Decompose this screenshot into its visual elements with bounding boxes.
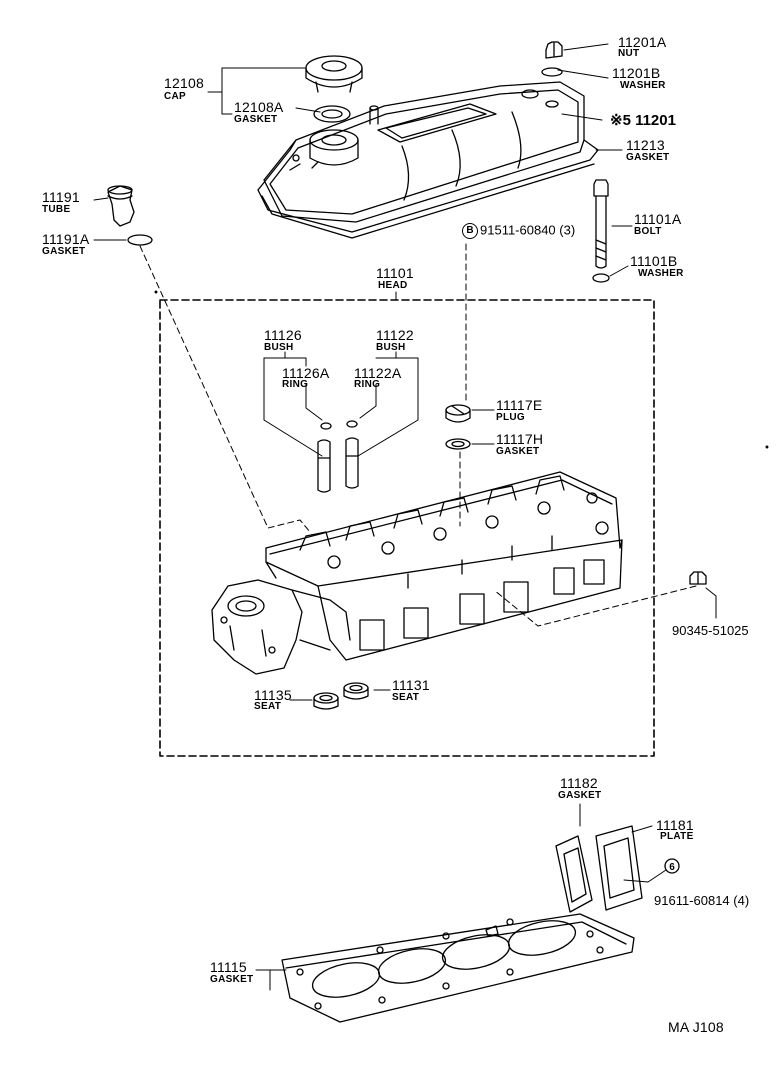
part-number-11101: 11101 [376,265,414,281]
valve-guide-bush-icon [317,439,331,493]
part-name-gasket: GASKET [210,974,254,985]
dashed-guides [139,243,697,757]
part-number-11191: 11191 [42,189,80,205]
part-name-gasket: GASKET [626,152,670,163]
part-number-11101B: 11101B [630,253,678,269]
part-name-gasket: GASKET [496,446,540,457]
valve-seat-icon [313,692,339,710]
part-name-nut: NUT [618,48,640,59]
part-number-11131: 11131 [392,677,430,693]
part-number-11201B: 11201B [612,65,661,81]
part-name-ring: RING [282,379,309,390]
head-gasket-icon [281,913,635,1023]
part-number-11135: 11135 [254,687,292,703]
nut-icon [545,41,563,59]
washer-icon [541,67,563,77]
stud-mark-icon: 6 [664,858,680,874]
small-plug-icon [689,571,707,585]
part-number-11122: 11122 [376,327,414,343]
part-number-11201A: 11201A [618,34,667,50]
part-name-washer: WASHER [620,80,666,91]
bolt-washer-icon [592,273,610,283]
manifold-gasket-icon [555,835,593,913]
part-name-gasket: GASKET [234,114,278,125]
part-number-11117H: 11117H [496,431,544,447]
part-name-bolt: BOLT [634,226,662,237]
plug-icon [445,404,471,423]
part-number-11115: 11115 [210,959,247,975]
part-name-tube: TUBE [42,204,71,215]
cylinder-head-icon [211,471,623,675]
leader-lines [93,43,717,991]
part-number-text: 91511-60840 (3) [480,222,576,238]
snap-ring-icon [346,420,358,428]
part-number-11122A: 11122A [354,365,402,381]
part-name-gasket: GASKET [42,246,86,257]
part-number-12108A: 12108A [234,99,284,115]
part-number-11181: 11181 [656,817,694,833]
svg-text:6: 6 [669,862,675,873]
part-number-91611-60814: 91611-60814 (4) [654,893,750,908]
part-name-cap: CAP [164,91,187,102]
valve-seat-icon [343,682,369,700]
manifold-plate-icon [595,825,643,911]
part-name-ring: RING [354,379,381,390]
part-number-11191A: 11191A [42,231,90,247]
diagram-code: MA J108 [668,1019,724,1035]
part-number-11213: 11213 [626,137,665,153]
part-number-11126: 11126 [264,327,302,343]
part-name-plate: PLATE [660,831,694,842]
part-number-12108: 12108 [164,75,204,91]
oil-cap-icon [305,55,363,93]
tube-gasket-icon [127,234,153,246]
part-name-washer: WASHER [638,268,684,279]
part-name-seat: SEAT [254,701,282,712]
marker-b-icon: B [462,223,478,239]
tube-icon [107,185,135,227]
plug-gasket-icon [445,438,471,450]
valve-cover-icon [257,81,599,239]
cap-gasket-icon [313,105,351,123]
part-number-90345-51025: 90345-51025 [672,623,749,638]
part-number-11117E: 11117E [496,397,543,413]
part-number-11182: 11182 [560,775,598,791]
part-name-seat: SEAT [392,692,420,703]
part-number-11126A: 11126A [282,365,330,381]
part-number-11201: ※5 11201 [610,112,676,129]
valve-guide-bush-icon [345,437,359,489]
part-name-plug: PLUG [496,412,525,423]
part-name-bush: BUSH [376,342,406,353]
part-name-head: HEAD [378,280,408,291]
snap-ring-icon [320,422,332,430]
part-name-gasket: GASKET [558,790,602,801]
part-name-bush: BUSH [264,342,294,353]
part-number-11101A: 11101A [634,211,682,227]
bolt-icon [593,179,609,269]
